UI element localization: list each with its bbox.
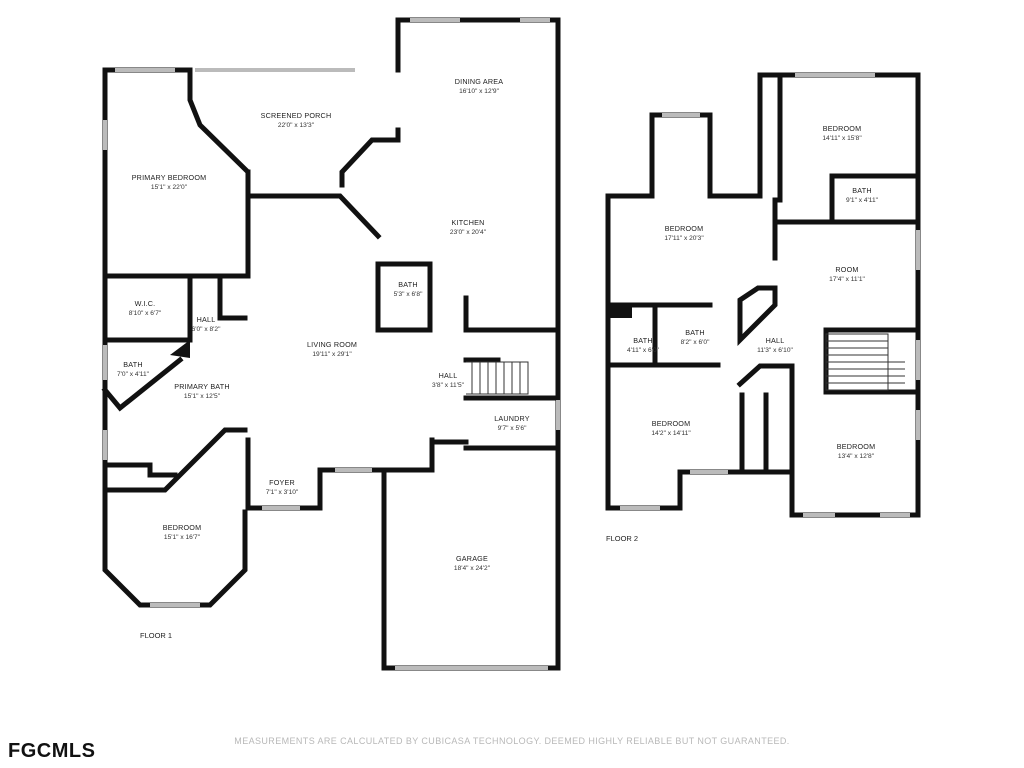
room-name: SCREENED PORCH	[261, 111, 332, 120]
room-name: PRIMARY BATH	[174, 382, 230, 391]
room-dims: 18'4" x 24'2"	[454, 565, 491, 572]
room-name: ROOM	[835, 265, 858, 274]
room-screened-porch: SCREENED PORCH 22'0" x 13'3"	[261, 111, 332, 129]
disclaimer-text: MEASUREMENTS ARE CALCULATED BY CUBICASA …	[234, 736, 790, 746]
room-dims: 15'1" x 16'7"	[164, 534, 201, 541]
room-bedroom-sw: BEDROOM 14'2" x 14'11"	[651, 419, 691, 437]
room-bath-f2-a: BATH 4'11" x 6'0"	[627, 336, 660, 354]
floor-2-label: FLOOR 2	[606, 534, 638, 543]
room-dims: 14'2" x 14'11"	[651, 430, 691, 437]
room-name: HALL	[197, 315, 216, 324]
room-dims: 7'0" x 4'11"	[117, 371, 150, 378]
room-dims: 4'11" x 6'0"	[627, 347, 660, 354]
room-primary-bedroom: PRIMARY BEDROOM 15'1" x 22'0"	[132, 173, 207, 191]
room-name: BATH	[123, 360, 142, 369]
room-living-room: LIVING ROOM 19'11" x 29'1"	[307, 340, 357, 358]
room-hall-primary: HALL 6'0" x 8'2"	[192, 315, 221, 333]
brand-logo-text: FGCMLS	[8, 740, 96, 762]
room-name: BEDROOM	[837, 442, 876, 451]
room-name: W.I.C.	[135, 299, 156, 308]
room-dims: 15'1" x 22'0"	[151, 184, 188, 191]
room-name: BATH	[398, 280, 417, 289]
room-bath-kitchen: BATH 5'3" x 6'8"	[394, 280, 423, 298]
room-name: LIVING ROOM	[307, 340, 357, 349]
room-name: BATH	[852, 186, 871, 195]
room-name: LAUNDRY	[494, 414, 530, 423]
room-laundry: LAUNDRY 9'7" x 5'6"	[494, 414, 530, 432]
room-bedroom-nw: BEDROOM 17'11" x 20'3"	[664, 224, 704, 242]
room-dining-area: DINING AREA 16'10" x 12'9"	[455, 77, 504, 95]
floor-2-stairs	[825, 333, 905, 391]
room-dims: 19'11" x 29'1"	[312, 351, 352, 358]
floor-1-stairs	[466, 361, 529, 395]
room-dims: 3'8" x 11'5"	[432, 382, 465, 389]
room-name: BATH	[685, 328, 704, 337]
room-dims: 15'1" x 12'5"	[184, 393, 221, 400]
room-dims: 8'10" x 6'7"	[129, 310, 162, 317]
room-dims: 14'11" x 15'8"	[822, 135, 862, 142]
room-dims: 17'4" x 11'1"	[829, 276, 865, 283]
floor-1-walls	[101, 17, 561, 671]
room-bath-small: BATH 7'0" x 4'11"	[117, 360, 150, 378]
room-dims: 7'1" x 3'10"	[266, 489, 299, 496]
room-dims: 22'0" x 13'3"	[278, 122, 315, 129]
room-hall-f2: HALL 11'3" x 6'10"	[757, 336, 793, 354]
room-name: KITCHEN	[452, 218, 485, 227]
room-dims: 11'3" x 6'10"	[757, 347, 793, 354]
room-name: BEDROOM	[665, 224, 704, 233]
room-kitchen: KITCHEN 23'0" x 20'4"	[450, 218, 487, 236]
room-bedroom-f1: BEDROOM 15'1" x 16'7"	[163, 523, 202, 541]
room-name: DINING AREA	[455, 77, 504, 86]
room-dims: 16'10" x 12'9"	[459, 88, 499, 95]
room-dims: 9'7" x 5'6"	[498, 425, 527, 432]
room-dims: 9'1" x 4'11"	[846, 197, 879, 204]
room-name: BEDROOM	[163, 523, 202, 532]
room-name: HALL	[439, 371, 458, 380]
room-bedroom-se: BEDROOM 13'4" x 12'8"	[837, 442, 876, 460]
room-dims: 6'0" x 8'2"	[192, 326, 221, 333]
room-name: HALL	[766, 336, 785, 345]
room-dims: 17'11" x 20'3"	[664, 235, 704, 242]
room-room-f2: ROOM 17'4" x 11'1"	[829, 265, 865, 283]
room-dims: 5'3" x 6'8"	[394, 291, 423, 298]
room-name: PRIMARY BEDROOM	[132, 173, 207, 182]
room-dims: 23'0" x 20'4"	[450, 229, 487, 236]
room-name: BEDROOM	[652, 419, 691, 428]
room-hall-center: HALL 3'8" x 11'5"	[432, 371, 465, 389]
room-name: GARAGE	[456, 554, 488, 563]
room-primary-bath: PRIMARY BATH 15'1" x 12'5"	[174, 382, 230, 400]
room-name: BEDROOM	[823, 124, 862, 133]
floor-1-label: FLOOR 1	[140, 631, 172, 640]
room-garage: GARAGE 18'4" x 24'2"	[454, 554, 491, 572]
room-name: FOYER	[269, 478, 295, 487]
room-bedroom-ne: BEDROOM 14'11" x 15'8"	[822, 124, 862, 142]
floor-2-walls	[605, 72, 921, 518]
room-foyer: FOYER 7'1" x 3'10"	[266, 478, 299, 496]
room-dims: 8'2" x 6'0"	[681, 339, 710, 346]
room-bath-ne: BATH 9'1" x 4'11"	[846, 186, 879, 204]
room-bath-f2-b: BATH 8'2" x 6'0"	[681, 328, 710, 346]
floor-1-windows	[103, 18, 560, 670]
room-name: BATH	[633, 336, 652, 345]
room-dims: 13'4" x 12'8"	[838, 453, 875, 460]
room-wic: W.I.C. 8'10" x 6'7"	[129, 299, 162, 317]
floor-2-windows	[620, 73, 920, 517]
